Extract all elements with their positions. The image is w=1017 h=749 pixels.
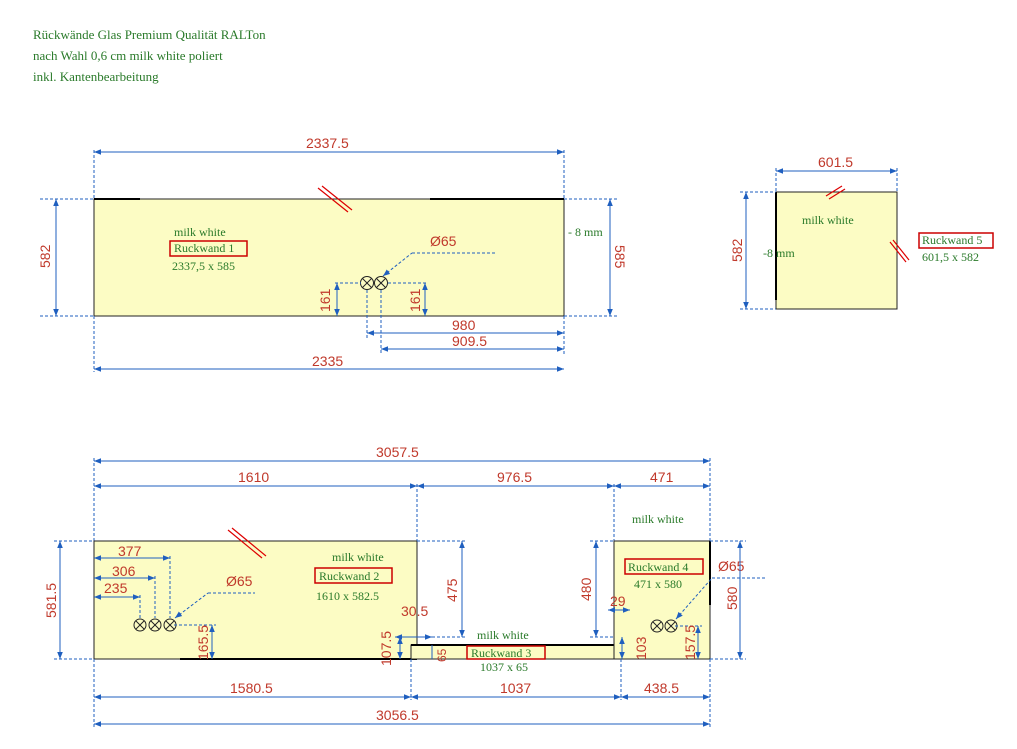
- p5-name: Ruckwand 5: [922, 233, 982, 247]
- dim-29: 29: [610, 593, 626, 609]
- dim-top-1610: 1610: [238, 469, 269, 485]
- dim-157: 157.5: [682, 625, 698, 660]
- slash-mark-icon: [227, 527, 267, 559]
- p1-dim-161a: 161: [317, 288, 333, 312]
- p1-offset: - 8 mm: [568, 225, 603, 239]
- p5-size: 601,5 x 582: [922, 250, 979, 264]
- p5-offset: -8 mm: [763, 246, 795, 260]
- dim-30: 30.5: [401, 603, 428, 619]
- p3-material: milk white: [477, 628, 529, 642]
- p2-hole-dim: Ø65: [226, 573, 253, 589]
- slash-mark-icon: [317, 185, 353, 213]
- p4-dim-580: 580: [724, 586, 740, 610]
- slash-mark-icon: [825, 185, 910, 263]
- header-line-3: inkl. Kantenbearbeitung: [33, 69, 159, 84]
- dim-235: 235: [104, 580, 128, 596]
- p2-material: milk white: [332, 550, 384, 564]
- dim-306: 306: [112, 563, 136, 579]
- dim-377: 377: [118, 543, 142, 559]
- p4-name: Ruckwand 4: [628, 560, 688, 574]
- p1-dim-left: 582: [37, 244, 53, 268]
- p3-size: 1037 x 65: [480, 660, 528, 674]
- p1-size: 2337,5 x 585: [172, 259, 235, 273]
- p3-name: Ruckwand 3: [471, 646, 531, 660]
- p2-dim-left: 581.5: [43, 583, 59, 618]
- p4-size: 471 x 580: [634, 577, 682, 591]
- p1-dim-right: 585: [612, 245, 628, 269]
- dim-bot-total: 3056.5: [376, 707, 419, 723]
- dim-bot-1580: 1580.5: [230, 680, 273, 696]
- p1-dim-161b: 161: [407, 288, 423, 312]
- panel-ruckwand-4: [613, 540, 711, 660]
- p2-size: 1610 x 582.5: [316, 589, 379, 603]
- header-line-2: nach Wahl 0,6 cm milk white poliert: [33, 48, 223, 63]
- p1-name: Ruckwand 1: [174, 241, 234, 255]
- p1-material: milk white: [174, 225, 226, 239]
- dim-165: 165.5: [195, 625, 211, 660]
- dim-top-976: 976.5: [497, 469, 532, 485]
- p1-hole-dim: Ø65: [430, 233, 457, 249]
- p2-name: Ruckwand 2: [319, 569, 379, 583]
- p1-dim-909: 909.5: [452, 333, 487, 349]
- dim-65: 65: [435, 648, 449, 662]
- p5-dim-top: 601.5: [818, 154, 853, 170]
- hole-symbol-icon: [133, 618, 177, 632]
- dim-top-471: 471: [650, 469, 674, 485]
- p5-dim-left: 582: [729, 238, 745, 262]
- dim-475: 475: [444, 578, 460, 602]
- header-line-1: Rückwände Glas Premium Qualität RALTon: [33, 27, 266, 42]
- p4-hole-dim: Ø65: [718, 558, 745, 574]
- p5-material: milk white: [802, 213, 854, 227]
- p4-material: milk white: [632, 512, 684, 526]
- dim-top-total: 3057.5: [376, 444, 419, 460]
- dim-bot-438: 438.5: [644, 680, 679, 696]
- dim-103: 103: [633, 636, 649, 660]
- p1-dim-top: 2337.5: [306, 135, 349, 151]
- panel-ruckwand-1: [93, 198, 565, 317]
- p1-dim-980: 980: [452, 317, 476, 333]
- p1-dim-bottom: 2335: [312, 353, 343, 369]
- dim-480: 480: [578, 577, 594, 601]
- dim-107: 107.5: [378, 631, 394, 666]
- dim-bot-1037: 1037: [500, 680, 531, 696]
